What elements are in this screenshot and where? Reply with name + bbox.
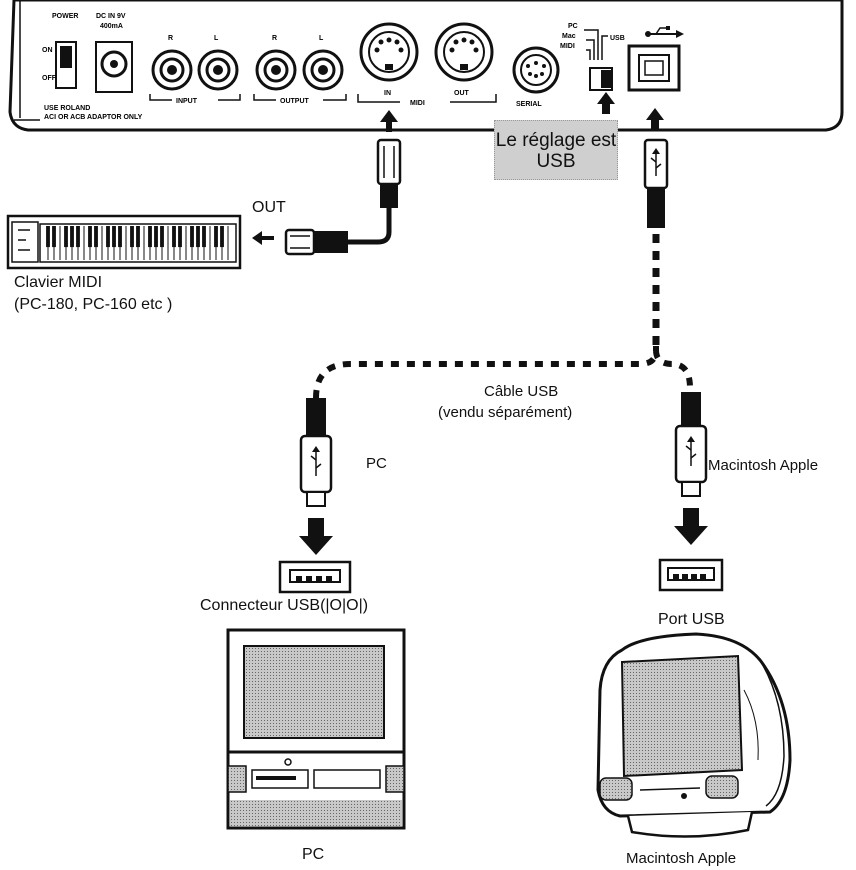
black-key xyxy=(172,226,176,248)
black-key xyxy=(154,226,158,248)
mac-caption: Macintosh Apple xyxy=(626,850,737,867)
output-l-label: L xyxy=(319,35,324,42)
device-rear-panel xyxy=(8,0,844,132)
black-key xyxy=(46,226,50,248)
usb-symbol-icon xyxy=(645,26,684,38)
black-key xyxy=(160,226,164,248)
output-jacks xyxy=(253,49,347,101)
arrow-up-icon-switch xyxy=(597,92,615,114)
midi-cable xyxy=(284,138,402,256)
arrow-up-icon-usb xyxy=(646,108,664,130)
pc-connector-label: Connecteur USB(|O|O|) xyxy=(200,597,369,614)
black-key xyxy=(88,226,92,248)
midi-out-label: OUT xyxy=(454,90,470,97)
arrow-down-icon-mac xyxy=(674,508,708,545)
mac-computer xyxy=(596,632,792,838)
usb-cable-pc-plug xyxy=(299,398,333,507)
black-key xyxy=(214,226,218,248)
input-l-label: L xyxy=(214,35,219,42)
keyboard-keys xyxy=(46,226,229,260)
black-key xyxy=(70,226,74,248)
black-key xyxy=(64,226,68,248)
switch-midi-label: MIDI xyxy=(560,43,575,50)
keyboard-models: (PC-180, PC-160 etc ) xyxy=(14,296,173,313)
pc-usb-connector xyxy=(278,560,352,594)
black-key xyxy=(118,226,122,248)
pc-plug-label: PC xyxy=(366,455,387,472)
serial-port xyxy=(512,46,560,94)
arrow-left-icon-midi-out xyxy=(252,231,274,245)
dc-in-label: DC IN 9V xyxy=(96,13,126,20)
serial-label: SERIAL xyxy=(516,101,542,108)
mac-usb-port xyxy=(658,558,724,592)
black-key xyxy=(76,226,80,248)
output-label: OUTPUT xyxy=(280,98,310,105)
black-key xyxy=(112,226,116,248)
black-key xyxy=(106,226,110,248)
power-on-label: ON xyxy=(42,47,53,54)
usb-cable-mac-plug xyxy=(674,392,708,497)
dc-in-jack xyxy=(95,41,133,93)
pc-computer xyxy=(226,628,406,830)
black-key xyxy=(136,226,140,248)
mac-plug-label: Macintosh Apple xyxy=(708,457,819,474)
black-key xyxy=(178,226,182,248)
midi-out-port xyxy=(434,22,494,82)
switch-usb-label: USB xyxy=(610,35,625,42)
keyboard-name: Clavier MIDI xyxy=(14,274,103,291)
black-key xyxy=(52,226,56,248)
computer-select-switch xyxy=(584,29,613,91)
black-key xyxy=(220,226,224,248)
midi-in-label: IN xyxy=(384,90,391,97)
midi-out-label-text: OUT xyxy=(252,199,286,216)
black-key xyxy=(148,226,152,248)
cable-label-2: (vendu séparément) xyxy=(438,404,573,421)
switch-mac-label: Mac xyxy=(562,33,576,40)
input-jacks xyxy=(149,49,241,101)
input-label: INPUT xyxy=(176,98,198,105)
mac-port-label: Port USB xyxy=(658,611,725,628)
midi-in-port xyxy=(359,22,419,82)
arrow-down-icon-pc xyxy=(299,518,333,555)
black-key xyxy=(202,226,206,248)
switch-pc-label: PC xyxy=(568,23,578,30)
power-off-label: OFF xyxy=(42,75,57,82)
input-r-label: R xyxy=(168,35,173,42)
cable-label-1: Câble USB xyxy=(484,383,559,400)
adapter-label-1: USE ROLAND xyxy=(44,105,90,112)
usb-cable-device-plug xyxy=(643,138,669,228)
usb-cable-split xyxy=(313,346,693,399)
pc-caption: PC xyxy=(302,846,325,863)
device-usb-port xyxy=(627,44,681,92)
dc-ma-label: 400mA xyxy=(100,23,123,30)
arrow-up-icon-midi xyxy=(380,110,398,132)
power-label: POWER xyxy=(52,13,78,20)
adapter-label-2: ACI OR ACB ADAPTOR ONLY xyxy=(44,114,143,121)
black-key xyxy=(196,226,200,248)
setting-note: Le réglage est USB xyxy=(494,120,618,180)
black-key xyxy=(130,226,134,248)
power-switch xyxy=(55,41,77,89)
black-key xyxy=(94,226,98,248)
midi-label: MIDI xyxy=(410,100,425,107)
black-key xyxy=(190,226,194,248)
output-r-label: R xyxy=(272,35,277,42)
